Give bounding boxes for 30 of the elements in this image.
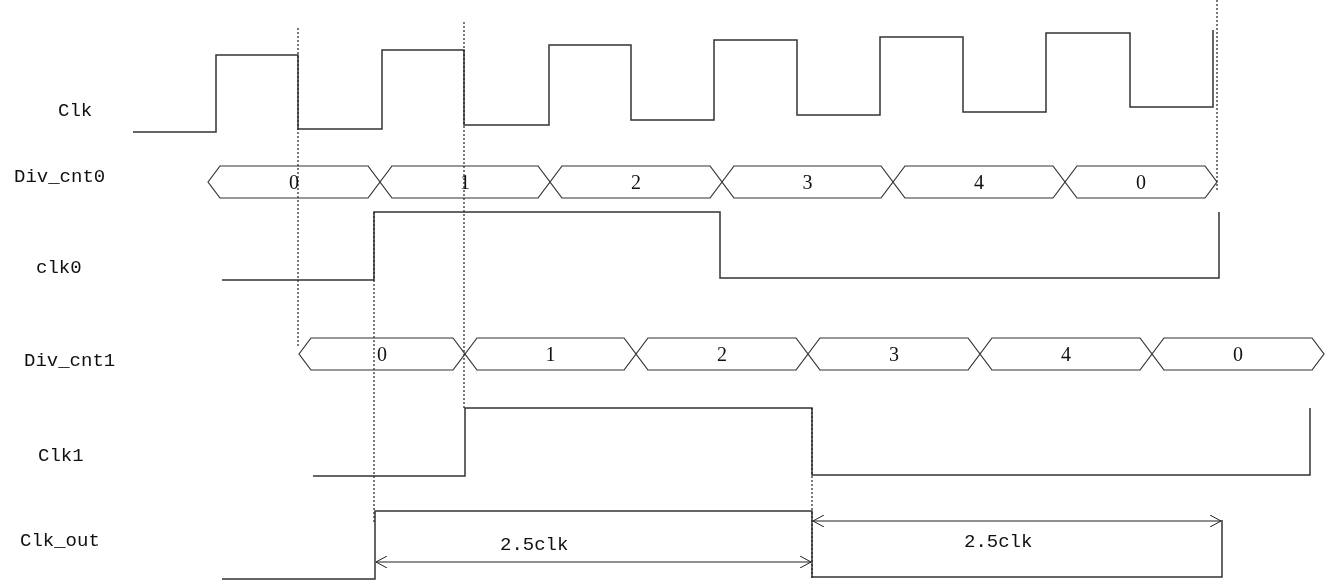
bus-value-segment [808, 338, 980, 370]
signal-name: Div_cnt0 [13, 168, 107, 187]
bus-value-segment [893, 166, 1065, 198]
bus-value-segment [465, 338, 636, 370]
bus-value-segment [636, 338, 808, 370]
bus-value-segment [380, 166, 550, 198]
bus-value: 0 [377, 342, 387, 366]
bus-value: 0 [289, 170, 299, 194]
signal-name: clk0 [35, 259, 83, 278]
bus-value-segment [1152, 338, 1324, 370]
bus-value: 1 [545, 342, 556, 366]
bus-value-segment [980, 338, 1152, 370]
bus-value: 3 [802, 170, 813, 194]
signal-name: Clk [57, 102, 94, 121]
bus-value: 4 [1061, 342, 1071, 366]
bus-value-segment [550, 166, 722, 198]
bus-value-segment [722, 166, 893, 198]
bus-value: 0 [1233, 342, 1243, 366]
bus-value: 1 [460, 170, 470, 194]
signal-name: Div_cnt1 [23, 352, 117, 371]
bus-value: 2 [717, 342, 727, 366]
bus-value: 3 [889, 342, 899, 366]
bus-value-segment [1065, 166, 1217, 198]
bus-value: 2 [631, 170, 641, 194]
bus-value-segment [299, 338, 465, 370]
signal-name: Clk1 [37, 447, 85, 466]
signal-name: Clk_out [19, 532, 101, 551]
bus-value-segment [208, 166, 380, 198]
bus-value: 4 [974, 170, 984, 194]
bus-value: 0 [1136, 170, 1146, 194]
